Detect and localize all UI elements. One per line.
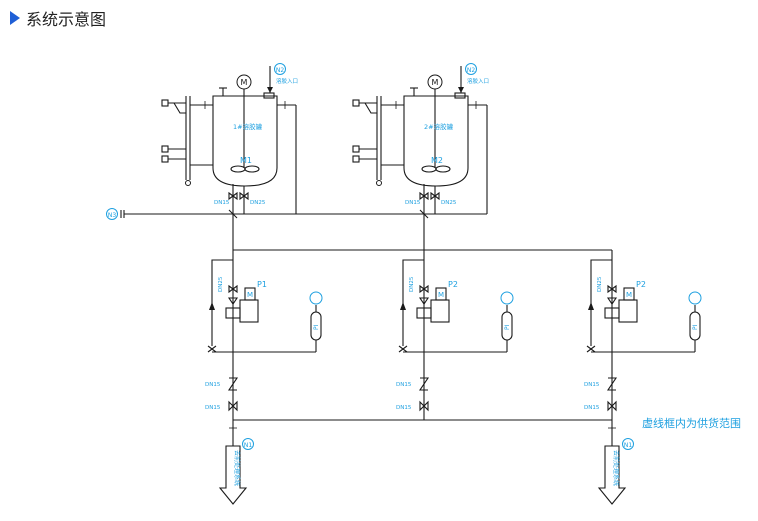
tank-2-motor-label: M: [432, 78, 439, 87]
svg-text:PI: PI: [313, 324, 320, 330]
svg-text:N2: N2: [276, 67, 284, 74]
svg-text:N1: N1: [624, 442, 632, 449]
svg-text:DN15: DN15: [205, 405, 221, 411]
tank-2-vessel: [403, 95, 469, 187]
outlet-2: N1 去前处理系统: [597, 420, 634, 505]
svg-text:DN25: DN25: [441, 200, 457, 206]
pump-1-label: P1: [257, 280, 267, 289]
tank-1-agitator-label: M1: [240, 156, 252, 165]
svg-text:DN15: DN15: [396, 405, 412, 411]
svg-text:DN25: DN25: [218, 276, 224, 292]
svg-text:N2: N2: [467, 67, 475, 74]
svg-text:溶胶入口: 溶胶入口: [467, 77, 489, 85]
svg-text:DN15: DN15: [396, 382, 412, 388]
svg-text:DN15: DN15: [214, 200, 230, 206]
section-header: 系统示意图: [10, 6, 106, 30]
tank-1-motor-label: M: [241, 78, 248, 87]
svg-text:DN15: DN15: [584, 405, 600, 411]
pump-1: DN25 M P1 PI DN15 DN15: [205, 250, 323, 420]
tank-2-label: 2#溶胶罐: [424, 122, 454, 131]
outlet-1-arrow-icon: [218, 445, 248, 505]
tank-1-vessel: [212, 95, 278, 187]
pump-2-motor-icon: [435, 287, 447, 301]
triangle-right-icon: [10, 11, 20, 25]
svg-text:去前处理系统: 去前处理系统: [233, 450, 241, 486]
tank-1: M N2 溶胶入口 1#溶胶罐 M1: [161, 63, 298, 250]
tank-2: M N2 溶胶入口 2#溶胶罐 M2 DN15 DN: [352, 63, 489, 250]
svg-text:去前处理系统: 去前处理系统: [612, 450, 620, 486]
svg-text:DN15: DN15: [205, 382, 221, 388]
svg-text:溶胶入口: 溶胶入口: [276, 77, 298, 85]
outlet-1: N1 去前处理系统: [218, 420, 254, 505]
page-title: 系统示意图: [26, 10, 107, 29]
pump-3-motor-icon: [623, 287, 635, 301]
outlet-2-nozzle-icon: [622, 438, 634, 450]
pump-3-label: P2: [636, 280, 646, 289]
svg-text:M: M: [438, 291, 444, 299]
tank-1-manhole: [263, 92, 275, 99]
svg-text:M: M: [626, 291, 632, 299]
tank-2-inlet-nozzle-icon: [465, 63, 477, 75]
tank-2-agitator-label: M2: [431, 156, 443, 165]
scope-note: 虚线框内为供货范围: [642, 416, 741, 430]
tank-1-label: 1#溶胶罐: [233, 122, 263, 131]
svg-text:DN15: DN15: [584, 382, 600, 388]
pump-2-pressure-gauge-icon: [500, 291, 514, 305]
pump-2-body: [430, 299, 450, 323]
header-line-n3: N3: [106, 208, 487, 220]
svg-text:N3: N3: [108, 212, 116, 219]
svg-text:PI: PI: [504, 324, 511, 330]
n3-nozzle-icon: [106, 208, 118, 220]
tank-2-manhole: [454, 92, 466, 99]
outlet-1-nozzle-icon: [242, 438, 254, 450]
pump-1-motor-icon: [244, 287, 256, 301]
svg-text:M: M: [247, 291, 253, 299]
pump-3-pressure-gauge-icon: [688, 291, 702, 305]
pump-3-body: [618, 299, 638, 323]
pump-1-body: [239, 299, 259, 323]
pump-1-pressure-gauge-icon: [309, 291, 323, 305]
svg-text:DN15: DN15: [405, 200, 421, 206]
svg-text:DN25: DN25: [409, 276, 415, 292]
pump-2: DN25 M P2 PI DN15 DN15: [396, 250, 514, 420]
svg-text:PI: PI: [692, 324, 699, 330]
svg-text:N1: N1: [244, 442, 252, 449]
svg-text:DN25: DN25: [250, 200, 266, 206]
pump-2-label: P2: [448, 280, 458, 289]
svg-text:DN25: DN25: [597, 276, 603, 292]
pump-3: DN25 M P2 PI DN15 DN15: [584, 250, 702, 420]
tank-1-inlet-nozzle-icon: [274, 63, 286, 75]
outlet-2-arrow-icon: [597, 445, 627, 505]
